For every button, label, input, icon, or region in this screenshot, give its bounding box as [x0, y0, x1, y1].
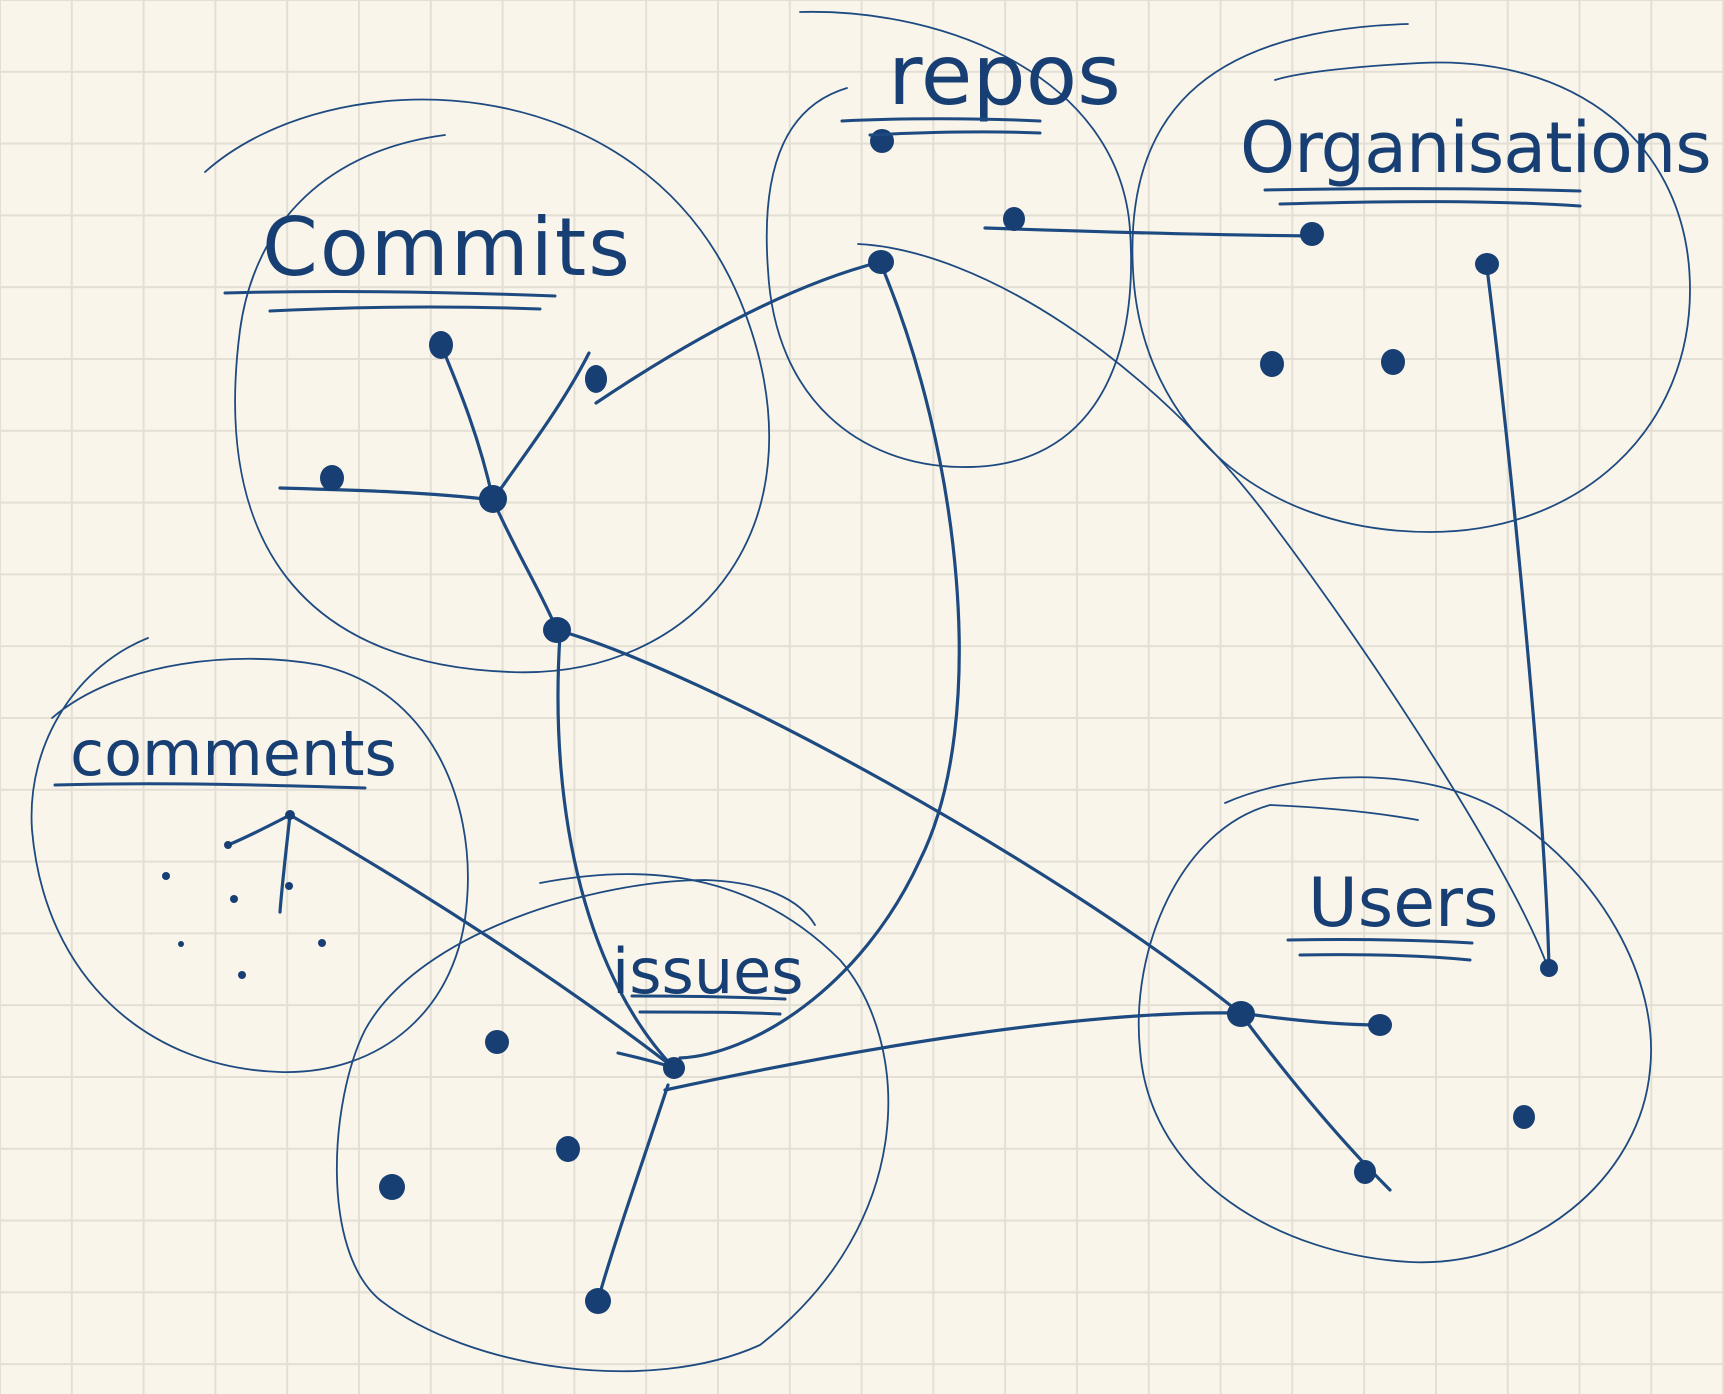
users-tree-edge-a: [1238, 1011, 1382, 1027]
commits-to-repos-edge: [594, 260, 882, 405]
organisations-label-underline: [1263, 187, 1582, 193]
commit-node: [479, 485, 507, 513]
commit-node: [429, 331, 453, 359]
users-label-underline-2: [1298, 953, 1472, 962]
commit-node: [585, 365, 607, 393]
comment-node: [162, 872, 170, 880]
commits-to-issues-edge: [556, 633, 676, 1070]
commits-label-underline-2: [268, 305, 542, 313]
repo-node: [1003, 207, 1025, 231]
user-node: [1227, 1001, 1255, 1027]
comments-label-underline: [53, 782, 367, 790]
comments-tree-edge-b: [226, 813, 292, 847]
repos-to-organisations-edge: [983, 226, 1314, 238]
issue-node: [585, 1288, 611, 1314]
comments-group-outline: [30, 637, 469, 1073]
organisations-group-outline: [1131, 23, 1691, 533]
repo-node: [868, 250, 894, 274]
issues-to-users-edge: [663, 1011, 1242, 1092]
commits-group-outline: [204, 98, 771, 674]
users-label: Users: [1308, 864, 1498, 943]
user-node: [1368, 1014, 1392, 1036]
organisation-node: [1300, 222, 1324, 246]
comments-tree-edge: [278, 813, 292, 914]
issues-group-outline: [335, 873, 890, 1373]
comment-node: [230, 895, 238, 903]
issue-node: [663, 1057, 685, 1079]
commits-to-users-edge: [555, 628, 1242, 1015]
commits-tree-edge-a: [439, 343, 495, 502]
comment-node: [285, 882, 293, 890]
comment-node: [224, 841, 232, 849]
organisations-label: Organisations: [1240, 107, 1711, 189]
comment-node: [238, 971, 246, 979]
repos-group-outline: [765, 11, 1132, 468]
commit-node: [320, 465, 344, 491]
repos-issues-link-curve: [678, 260, 961, 1060]
comment-node: [178, 941, 184, 947]
repos-label-underline: [840, 117, 1042, 123]
comments-to-issues-edge: [288, 813, 676, 1070]
comment-node: [318, 939, 326, 947]
organisation-node: [1381, 349, 1405, 375]
organisation-node: [1260, 351, 1284, 377]
commits-label: Commits: [262, 201, 632, 294]
commits-label-underline: [223, 290, 557, 298]
commit-node: [543, 617, 571, 643]
group-outlines: [30, 11, 1691, 1373]
commits-tree-edge-b: [491, 351, 591, 502]
repos-label-underline-2: [868, 130, 1042, 137]
user-node: [1540, 959, 1558, 977]
users-group-outline: [1137, 776, 1652, 1264]
issues-label-underline-2: [638, 1010, 782, 1016]
issues-tree-edge: [596, 1083, 670, 1302]
commits-tree-edge-c: [278, 486, 495, 502]
organisation-node: [1475, 253, 1499, 275]
issue-node: [485, 1030, 509, 1054]
comment-node: [285, 810, 295, 820]
repos-label: repos: [888, 26, 1121, 124]
commits-tree-edge-d: [491, 498, 559, 632]
organisations-label-underline-2: [1278, 200, 1582, 208]
issue-node: [379, 1174, 405, 1200]
issue-node: [556, 1136, 580, 1162]
labels: Commits repos Organisations comments iss…: [53, 26, 1712, 1016]
user-node: [1354, 1160, 1376, 1184]
organisations-to-users-edge: [1485, 266, 1551, 970]
user-node: [1513, 1105, 1535, 1129]
comments-label: comments: [70, 717, 397, 790]
issues-label-underline: [630, 994, 787, 1001]
repos-users-link-curve: [857, 243, 1546, 961]
users-label-underline: [1286, 938, 1474, 945]
edges: [226, 226, 1551, 1302]
